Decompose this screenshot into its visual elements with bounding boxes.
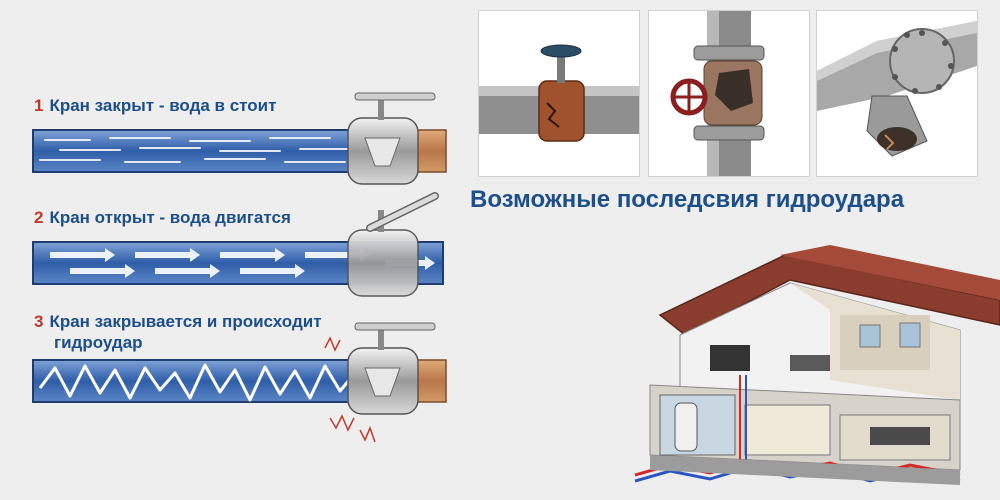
stage-1-number: 1 <box>34 96 44 115</box>
stage-2-text: Кран открыт - вода двигатся <box>49 208 291 227</box>
photo-valve-body-broken <box>648 10 810 177</box>
stage-3-text: Кран закрывается и происходит <box>49 312 322 331</box>
stage-1-text: Кран закрыт - вода в стоит <box>49 96 277 115</box>
stage-2-number: 2 <box>34 208 44 227</box>
stage-2-label: 2 Кран открыт - вода двигатся <box>34 208 291 228</box>
house-cutaway-plumbing-icon <box>634 245 1000 485</box>
pipe-valve-cracked-icon <box>479 44 639 142</box>
stage-2-pipe <box>32 192 444 297</box>
stage-1-pipe <box>32 92 447 185</box>
stage-3-text-line2: гидроудар <box>54 333 143 352</box>
photo-pipe-valve-cracked <box>478 10 640 177</box>
stage-3-pipe <box>32 322 447 443</box>
consequences-title: Возможные последсвия гидроудара <box>470 186 905 213</box>
photo-flanged-pipe-burst <box>816 10 978 177</box>
flanged-pipe-burst-icon <box>817 21 977 157</box>
valve-body-broken-icon <box>670 11 765 176</box>
stage-3-number: 3 <box>34 312 44 331</box>
stage-1-label: 1 Кран закрыт - вода в стоит <box>34 96 276 116</box>
stage-3-label: 3 Кран закрывается и происходит <box>34 312 322 332</box>
